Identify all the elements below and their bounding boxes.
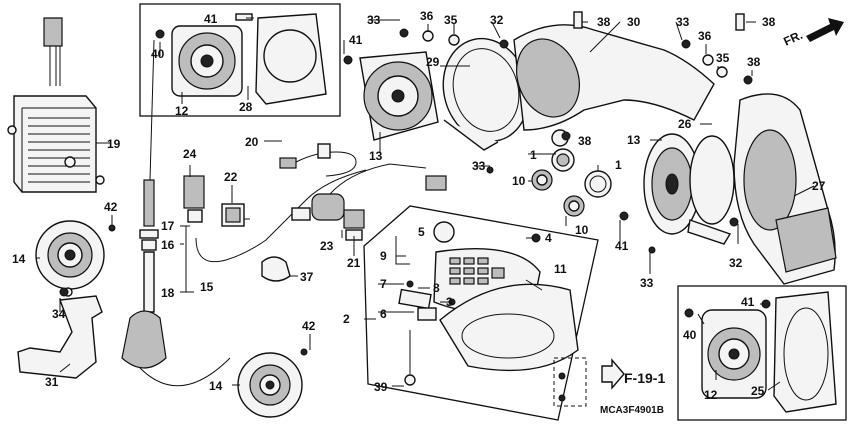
callout-32: 32 — [729, 256, 743, 270]
antenna-assembly — [121, 39, 367, 387]
leader-lines — [36, 17, 815, 391]
reference-arrow — [601, 358, 625, 390]
callout-11: 11 — [554, 262, 567, 276]
callout-12: 12 — [704, 388, 718, 402]
front-direction-label: FR. — [781, 28, 804, 49]
callout-41: 41 — [204, 12, 218, 26]
door-speaker-housing-27 — [733, 93, 837, 285]
speaker-gasket-29 — [442, 37, 530, 151]
callout-33: 33 — [472, 159, 486, 173]
callout-33: 33 — [676, 15, 690, 29]
rear-speaker-upper — [35, 220, 105, 290]
callout-8: 8 — [433, 281, 440, 295]
callout-23: 23 — [320, 239, 334, 253]
callout-9: 9 — [380, 249, 387, 263]
callout-17: 17 — [161, 219, 175, 233]
callout-24: 24 — [183, 147, 197, 161]
cable-connector-23 — [291, 163, 447, 221]
callout-28: 28 — [239, 100, 253, 114]
callout-29: 29 — [426, 55, 440, 69]
callout-10: 10 — [512, 174, 526, 188]
callout-4: 4 — [545, 231, 552, 245]
callout-31: 31 — [45, 375, 59, 389]
callout-14: 14 — [209, 379, 223, 393]
callout-12: 12 — [175, 104, 189, 118]
connector-21 — [343, 209, 365, 241]
callout-41: 41 — [615, 239, 629, 253]
drawing-code: MCA3F4901B — [600, 405, 664, 416]
callout-16: 16 — [161, 238, 175, 252]
callout-25: 25 — [751, 384, 765, 398]
callout-13: 13 — [369, 149, 383, 163]
rear-speaker-lower — [237, 352, 303, 418]
callout-19: 19 — [107, 137, 121, 151]
audio-unit-group — [363, 205, 599, 421]
callout-32: 32 — [490, 13, 504, 27]
callout-41: 41 — [741, 295, 755, 309]
callout-42: 42 — [302, 319, 316, 333]
callout-14: 14 — [12, 252, 26, 266]
speaker-gasket-26 — [687, 135, 735, 245]
cable-connector-20 — [279, 143, 357, 177]
speaker-bracket-28 — [255, 13, 327, 105]
callout-2: 2 — [343, 312, 350, 326]
tweeter-1-left — [551, 148, 575, 172]
callout-5: 5 — [418, 225, 425, 239]
callout-36: 36 — [420, 9, 434, 23]
callout-39: 39 — [374, 380, 388, 394]
callout-41: 41 — [349, 33, 363, 47]
callout-37: 37 — [300, 270, 314, 284]
reference-box — [553, 357, 587, 407]
callout-38: 38 — [578, 134, 592, 148]
callout-3: 3 — [446, 295, 453, 309]
callout-20: 20 — [245, 135, 259, 149]
callout-26: 26 — [678, 117, 692, 131]
tweeter-10-right — [563, 195, 585, 217]
callout-21: 21 — [347, 256, 361, 270]
callout-38: 38 — [597, 15, 611, 29]
callout-35: 35 — [716, 51, 730, 65]
callout-42: 42 — [104, 200, 118, 214]
callout-40: 40 — [683, 328, 697, 342]
callout-15: 15 — [200, 280, 214, 294]
callout-35: 35 — [444, 13, 458, 27]
front-speaker-center — [359, 51, 439, 141]
callout-33: 33 — [640, 276, 654, 290]
front-direction-arrow-icon — [806, 18, 844, 42]
callout-40: 40 — [151, 47, 165, 61]
speaker-bottom-inset — [701, 291, 837, 413]
front-direction-indicator: FR. — [781, 18, 844, 49]
callout-38: 38 — [762, 15, 776, 29]
callout-1: 1 — [615, 158, 622, 172]
callout-6: 6 — [380, 307, 387, 321]
inset-frame-bottom-right — [677, 285, 847, 421]
callout-30: 30 — [627, 15, 641, 29]
callout-38: 38 — [747, 55, 761, 69]
amplifier-unit — [7, 17, 105, 193]
connector-22 — [221, 203, 245, 227]
callout-33: 33 — [367, 13, 381, 27]
inset-frame-top — [139, 3, 341, 117]
speaker-top-inset — [171, 25, 243, 97]
front-speaker-right — [643, 133, 701, 235]
callout-27: 27 — [812, 179, 826, 193]
callout-18: 18 — [161, 286, 175, 300]
callout-13: 13 — [627, 133, 641, 147]
page-reference: F-19-1 — [624, 370, 665, 386]
callout-1: 1 — [530, 148, 537, 162]
duct-housing-30 — [513, 24, 715, 147]
callout-7: 7 — [380, 277, 387, 291]
tweeter-10-left — [531, 169, 553, 191]
cable-clip-37 — [261, 256, 291, 282]
callout-22: 22 — [224, 170, 238, 184]
callout-10: 10 — [575, 223, 589, 237]
tweeter-1-right — [584, 170, 612, 198]
callout-34: 34 — [52, 307, 66, 321]
callout-36: 36 — [698, 29, 712, 43]
